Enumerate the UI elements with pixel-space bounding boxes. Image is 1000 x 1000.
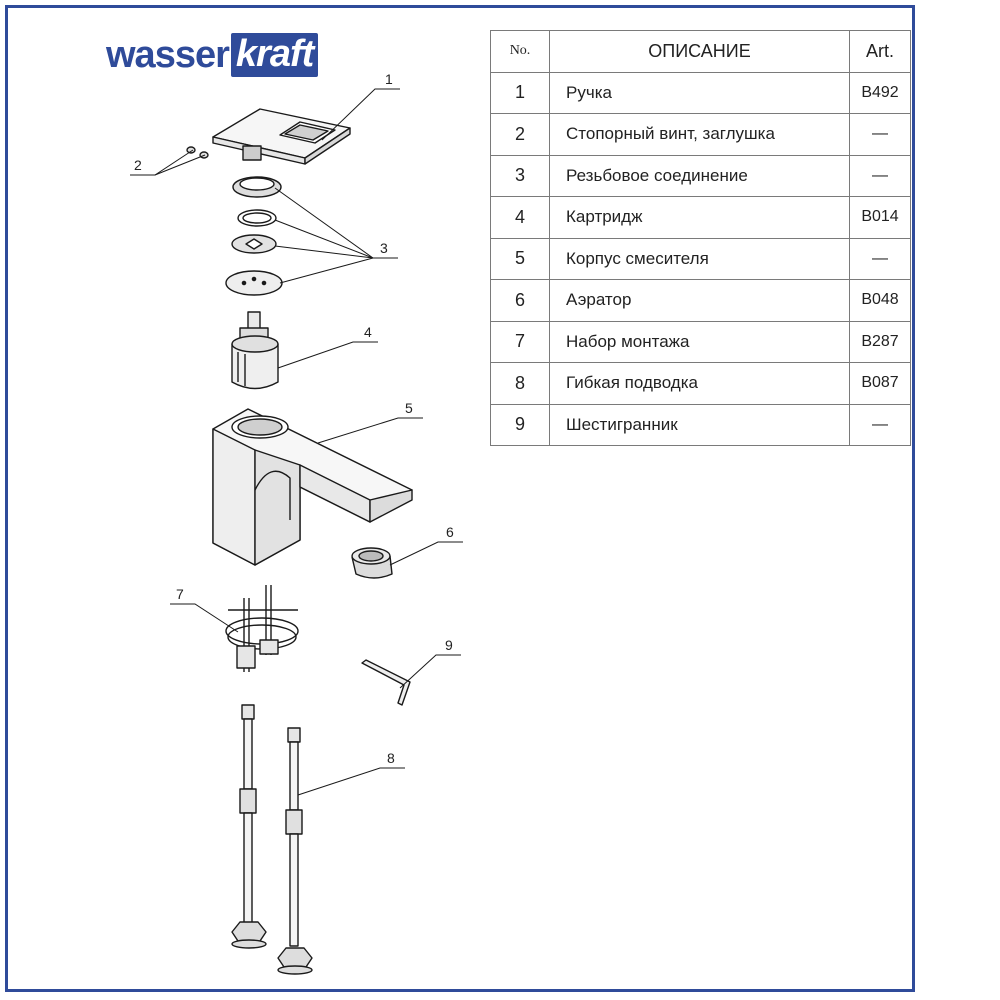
part-handle: [212, 108, 351, 165]
parts-table: No. ОПИСАНИЕ Art. 1 Ручка B492 2 Стопорн…: [490, 30, 911, 446]
row-art: B492: [849, 71, 911, 114]
row-description: Резьбовое соединение: [549, 154, 850, 197]
brand-logo-boxed: kraft: [230, 33, 319, 77]
row-no: 4: [490, 196, 550, 239]
table-row: 9 Шестигранник —: [490, 403, 911, 446]
callout-4: 4: [364, 324, 372, 340]
table-row: 3 Резьбовое соединение —: [490, 154, 911, 197]
row-art: —: [849, 237, 911, 280]
part-mounting-kit: [225, 585, 299, 672]
part-cartridge: [231, 311, 279, 390]
table-row: 4 Картридж B014: [490, 196, 911, 239]
row-art: B087: [849, 362, 911, 405]
part-hex-key: [361, 659, 411, 706]
table-row: 8 Гибкая подводка B087: [490, 362, 911, 405]
row-art: —: [849, 113, 911, 156]
row-art: —: [849, 403, 911, 446]
row-no: 3: [490, 154, 550, 197]
row-description: Гибкая подводка: [549, 362, 850, 405]
part-aerator: [351, 547, 393, 579]
table-row: 1 Ручка B492: [490, 71, 911, 114]
brand-logo-plain: wasser: [106, 33, 230, 76]
row-no: 6: [490, 279, 550, 322]
row-art: B287: [849, 320, 911, 363]
callout-2: 2: [134, 157, 142, 173]
part-mixer-body: [212, 408, 413, 566]
row-art: B014: [849, 196, 911, 239]
leader-lines: [130, 88, 463, 796]
callout-7: 7: [176, 586, 184, 602]
page-border: [5, 5, 915, 992]
callout-9: 9: [445, 637, 453, 653]
callout-1: 1: [385, 71, 393, 87]
part-threaded-connection: [225, 176, 283, 296]
callout-8: 8: [387, 750, 395, 766]
callout-3: 3: [380, 240, 388, 256]
row-description: Ручка: [549, 71, 850, 114]
part-flexible-hoses: [231, 704, 313, 975]
callout-5: 5: [405, 400, 413, 416]
header-art: Art.: [849, 30, 911, 73]
row-description: Шестигранник: [549, 403, 850, 446]
part-screw-plug: [186, 146, 209, 159]
row-art: —: [849, 154, 911, 197]
callout-6: 6: [446, 524, 454, 540]
header-description: ОПИСАНИЕ: [549, 30, 850, 73]
